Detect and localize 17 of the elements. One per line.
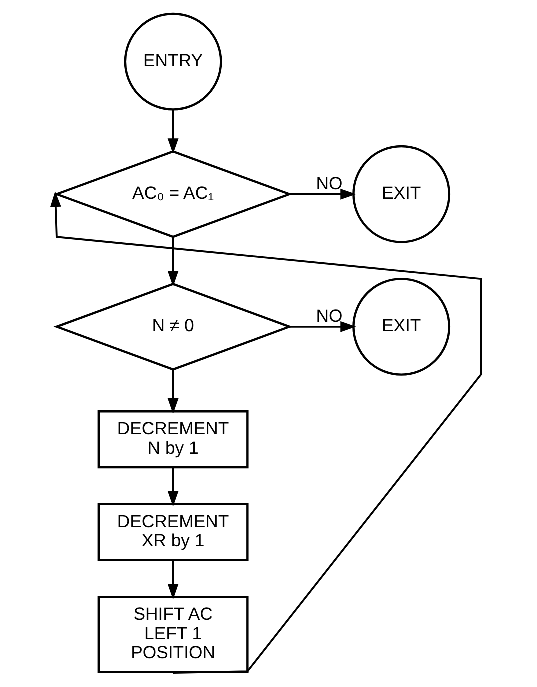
node-circle: ENTRY [124,12,222,111]
arrow [168,560,179,600]
node-box: SHIFT AC LEFT 1 POSITION [98,596,249,674]
arrow [50,191,482,674]
arrow [168,110,179,154]
arrow [168,468,179,507]
edge-label: NO [316,173,343,194]
arrow [168,370,179,414]
arrow [168,238,179,287]
node-circle: EXIT [352,278,451,376]
node-box: DECREMENT XR by 1 [98,503,249,562]
arrow [290,188,356,200]
node-diamond: AC₀ = AC₁ [54,150,293,238]
arrow [290,321,356,332]
edge-label: NO [316,306,343,326]
node-box: DECREMENT N by 1 [98,410,249,469]
node-circle: EXIT [352,145,451,244]
